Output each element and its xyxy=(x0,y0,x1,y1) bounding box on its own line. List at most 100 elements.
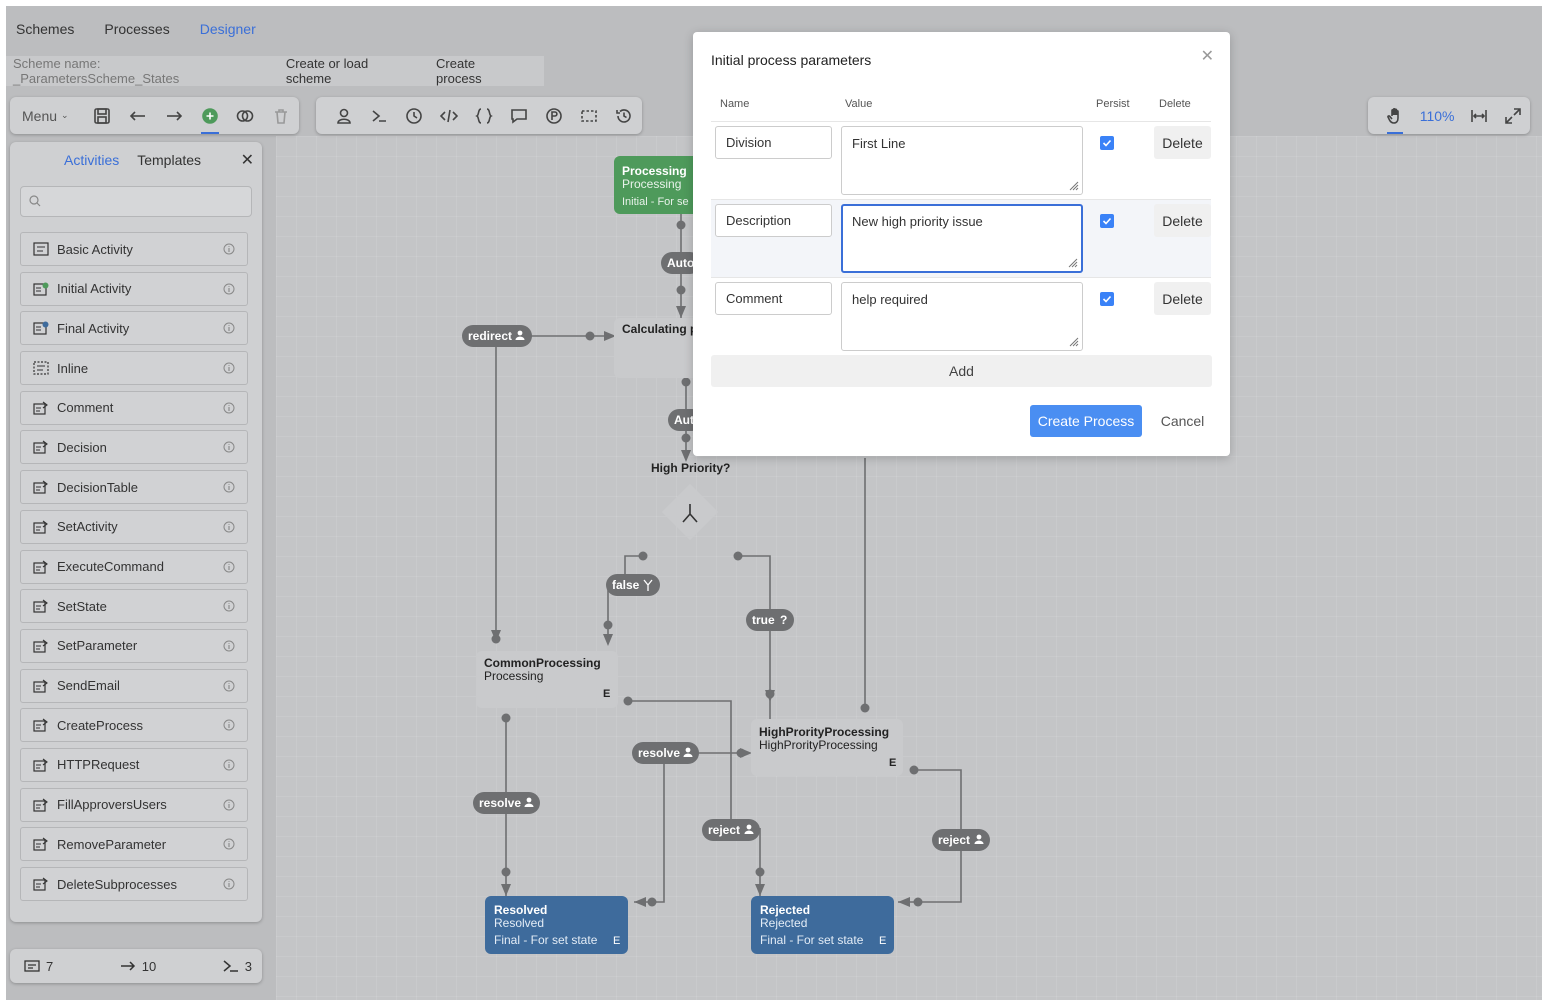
node-decision[interactable]: High Priority? xyxy=(651,461,730,541)
info-icon[interactable] xyxy=(223,799,235,811)
parameter-value-input[interactable]: New high priority issue xyxy=(841,204,1083,273)
parameter-name-input[interactable]: Division xyxy=(715,126,832,159)
nav-processes[interactable]: Processes xyxy=(104,21,170,37)
parameter-name-input[interactable]: Comment xyxy=(715,282,832,315)
info-icon[interactable] xyxy=(223,283,235,295)
resize-handle-icon[interactable] xyxy=(1068,258,1078,268)
info-icon[interactable] xyxy=(223,402,235,414)
code-icon[interactable] xyxy=(431,101,466,131)
transition-true[interactable]: true? xyxy=(746,609,794,631)
toggle-icon[interactable] xyxy=(228,101,264,131)
create-process-button[interactable]: Create Process xyxy=(1030,405,1142,437)
node-resolved[interactable]: Resolved Resolved Final - For set state … xyxy=(485,896,628,954)
palette-item[interactable]: HTTPRequest xyxy=(20,747,248,782)
palette-item[interactable]: RemoveParameter xyxy=(20,827,248,862)
braces-icon[interactable] xyxy=(466,101,501,131)
persist-checkbox[interactable] xyxy=(1100,136,1114,150)
tab-templates[interactable]: Templates xyxy=(137,152,202,168)
persist-checkbox[interactable] xyxy=(1100,214,1114,228)
parameter-value-input[interactable]: First Line xyxy=(841,126,1083,195)
palette-item[interactable]: DeleteSubprocesses xyxy=(20,867,248,901)
save-icon[interactable] xyxy=(85,101,121,131)
hand-icon[interactable] xyxy=(1378,101,1412,134)
redo-icon[interactable] xyxy=(156,101,192,131)
info-icon[interactable] xyxy=(223,521,235,533)
info-icon[interactable] xyxy=(223,878,235,890)
selection-icon[interactable] xyxy=(572,101,607,131)
zoom-level[interactable]: 110% xyxy=(1419,107,1455,124)
info-icon[interactable] xyxy=(223,441,235,453)
node-rejected[interactable]: Rejected Rejected Final - For set state … xyxy=(751,896,894,954)
parameter-name-input[interactable]: Description xyxy=(715,204,832,237)
menu-dropdown[interactable]: Menu ⌄ xyxy=(22,108,69,124)
palette-item[interactable]: CreateProcess xyxy=(20,708,248,743)
info-icon[interactable] xyxy=(223,680,235,692)
node-high-priority-processing[interactable]: HighProrityProcessing HighProrityProcess… xyxy=(751,719,903,776)
info-icon[interactable] xyxy=(223,759,235,771)
info-icon[interactable] xyxy=(223,600,235,612)
transition-reject-1[interactable]: reject xyxy=(702,819,760,841)
palette-item[interactable]: Inline xyxy=(20,351,248,386)
undo-icon[interactable] xyxy=(120,101,156,131)
fullscreen-icon[interactable] xyxy=(1496,101,1530,131)
add-parameter-button[interactable]: Add xyxy=(711,355,1212,387)
info-icon[interactable] xyxy=(223,561,235,573)
info-icon[interactable] xyxy=(223,322,235,334)
nav-designer[interactable]: Designer xyxy=(199,21,256,37)
nav-schemes[interactable]: Schemes xyxy=(16,21,75,37)
palette-item[interactable]: Initial Activity xyxy=(20,271,248,306)
actor-icon[interactable] xyxy=(326,101,361,131)
transition-false[interactable]: false xyxy=(606,574,660,596)
delete-row-button[interactable]: Delete xyxy=(1154,282,1211,315)
create-or-load-scheme-button[interactable]: Create or load scheme xyxy=(285,56,369,86)
palette-item[interactable]: Decision xyxy=(20,430,248,465)
palette-item[interactable]: SetActivity xyxy=(20,509,248,544)
resize-handle-icon[interactable] xyxy=(1069,337,1079,347)
palette-item[interactable]: Basic Activity xyxy=(20,232,248,266)
palette-item[interactable]: Final Activity xyxy=(20,311,248,346)
node-processing[interactable]: Processing Processing Initial - For se xyxy=(614,156,704,214)
palette-item[interactable]: Comment xyxy=(20,390,248,425)
parameter-icon[interactable] xyxy=(537,101,572,131)
command-icon[interactable] xyxy=(361,101,396,131)
transition-redirect[interactable]: redirect xyxy=(462,325,532,347)
node-calculating[interactable]: Calculating p xyxy=(614,318,704,378)
node-common-processing[interactable]: CommonProcessing Processing E xyxy=(476,651,618,708)
info-icon[interactable] xyxy=(223,362,235,374)
node-rejected-state: Rejected xyxy=(760,916,807,930)
resize-handle-icon[interactable] xyxy=(1069,181,1079,191)
delete-row-button[interactable]: Delete xyxy=(1154,204,1211,237)
cancel-button[interactable]: Cancel xyxy=(1160,413,1205,429)
trash-icon[interactable] xyxy=(263,101,299,131)
transition-auto-1[interactable]: Auto xyxy=(661,252,701,274)
add-activity-icon[interactable] xyxy=(192,101,228,134)
palette-item[interactable]: SetState xyxy=(20,589,248,624)
node-high-state: HighProrityProcessing xyxy=(759,738,878,752)
transition-reject-2[interactable]: reject xyxy=(932,829,990,851)
palette-item[interactable]: FillApproversUsers xyxy=(20,787,248,822)
info-icon[interactable] xyxy=(223,719,235,731)
info-icon[interactable] xyxy=(223,243,235,255)
delete-row-button[interactable]: Delete xyxy=(1154,126,1211,159)
history-icon[interactable] xyxy=(607,101,642,131)
palette-item[interactable]: SendEmail xyxy=(20,668,248,703)
palette-item[interactable]: SetParameter xyxy=(20,628,248,663)
fit-width-icon[interactable] xyxy=(1463,101,1497,131)
palette-item[interactable]: ExecuteCommand xyxy=(20,549,248,584)
comment-icon[interactable] xyxy=(502,101,537,131)
parameter-value-input[interactable]: help required xyxy=(841,282,1083,351)
create-process-button[interactable]: Create process xyxy=(436,56,482,86)
palette-item[interactable]: DecisionTable xyxy=(20,470,248,505)
close-icon[interactable]: ✕ xyxy=(240,152,254,169)
transition-resolve-1[interactable]: resolve xyxy=(632,742,699,764)
info-icon[interactable] xyxy=(223,838,235,850)
persist-checkbox[interactable] xyxy=(1100,292,1114,306)
palette-search-input[interactable] xyxy=(20,186,252,217)
transition-resolve-2[interactable]: resolve xyxy=(473,792,540,814)
palette-item-label: Final Activity xyxy=(57,320,130,336)
tab-activities[interactable]: Activities xyxy=(64,152,120,168)
info-icon[interactable] xyxy=(223,640,235,652)
info-icon[interactable] xyxy=(223,481,235,493)
close-icon[interactable]: ✕ xyxy=(1200,48,1214,65)
timer-icon[interactable] xyxy=(396,101,431,131)
